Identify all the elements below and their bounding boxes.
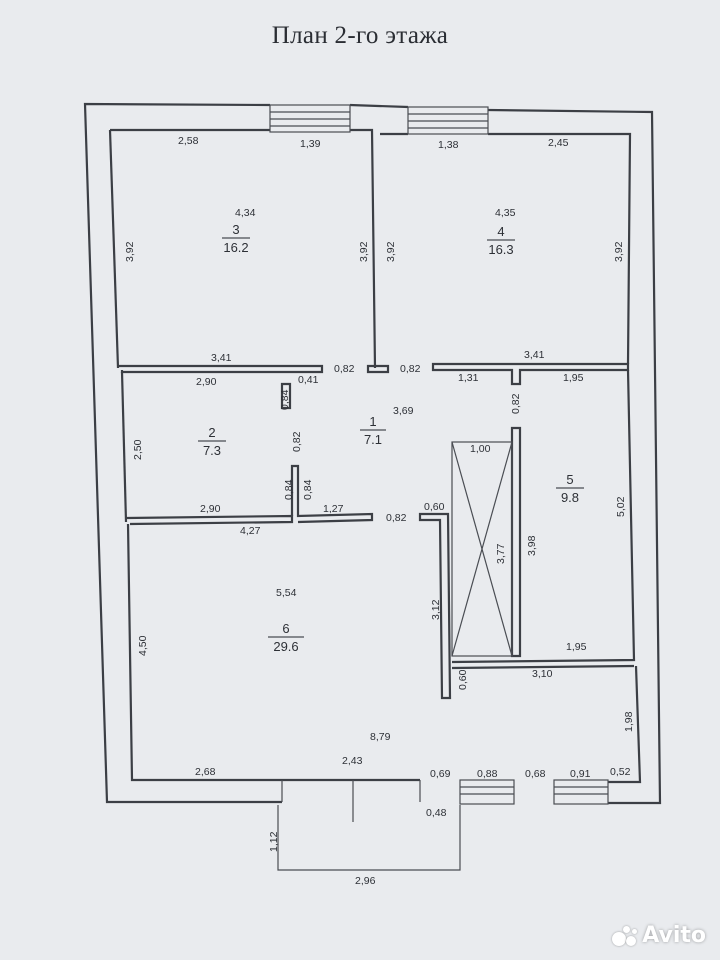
dim-label: 0,41 [298, 374, 319, 386]
room-labels: 3 16.2 4 16.3 2 7.3 1 7.1 5 9.8 6 29.6 [198, 222, 584, 654]
dim-label: 3,92 [358, 241, 370, 262]
room-4-number: 4 [497, 224, 504, 239]
room-6-number: 6 [282, 621, 289, 636]
staircase [451, 441, 513, 657]
dim-label: 1,95 [563, 372, 584, 384]
room-4-area: 16.3 [488, 242, 513, 257]
dimension-labels: 2,58 1,39 4,34 3,92 3,92 3,41 1,38 2,45 … [124, 135, 635, 887]
window-top-right [407, 106, 489, 135]
dim-label: 3,41 [524, 349, 545, 361]
room-1-number: 1 [369, 414, 376, 429]
dim-label: 0,82 [386, 512, 407, 524]
interior-walls [118, 362, 642, 784]
outer-walls [83, 102, 662, 805]
dim-label: 8,79 [370, 731, 391, 743]
dim-label: 2,43 [342, 755, 363, 767]
dim-label: 0,68 [525, 768, 546, 780]
dim-label: 1,38 [438, 139, 459, 151]
window-top-left [269, 104, 351, 133]
dim-label: 2,58 [178, 135, 199, 147]
dim-label: 5,02 [615, 496, 627, 517]
room-1-area: 7.1 [364, 432, 382, 447]
dim-label: 2,90 [200, 503, 221, 515]
room-5-area: 9.8 [561, 490, 579, 505]
room-6-area: 29.6 [273, 639, 298, 654]
dim-label: 3,92 [124, 241, 136, 262]
avito-watermark: Avito [612, 923, 706, 948]
dim-label: 2,96 [355, 875, 376, 887]
dim-label: 1,12 [268, 831, 280, 852]
room-3-area: 16.2 [223, 240, 248, 255]
watermark-text: Avito [642, 923, 706, 948]
dim-label: 1,31 [458, 372, 479, 384]
dim-label: 1,27 [323, 503, 344, 515]
dim-label: 3,77 [495, 543, 507, 564]
dim-label: 0,48 [426, 807, 447, 819]
room-2-area: 7.3 [203, 443, 221, 458]
window-bottom-right [553, 779, 609, 805]
dim-label: 1,39 [300, 138, 321, 150]
dim-label: 3,41 [211, 352, 232, 364]
dim-label: 3,98 [526, 535, 538, 556]
dim-label: 2,90 [196, 376, 217, 388]
dim-label: 0,60 [424, 501, 445, 513]
dim-label: 0,91 [570, 768, 591, 780]
dim-label: 3,12 [430, 599, 442, 620]
dim-label: 0,84 [283, 479, 295, 500]
dim-label: 2,50 [132, 439, 144, 460]
window-bottom-left [459, 779, 515, 805]
dim-label: 4,50 [137, 635, 149, 656]
dim-label: 1,95 [566, 641, 587, 653]
dim-label: 3,92 [385, 241, 397, 262]
dim-label: 0,82 [400, 363, 421, 375]
dim-label: 0,52 [610, 766, 631, 778]
dim-label: 0,60 [457, 669, 469, 690]
dim-label: 0,84 [302, 479, 314, 500]
dim-label: 0,82 [334, 363, 355, 375]
plan-title: План 2-го этажа [271, 22, 449, 49]
dim-label: 3,92 [613, 241, 625, 262]
room-3-number: 3 [232, 222, 239, 237]
dim-label: 3,10 [532, 668, 553, 680]
dim-label: 1,00 [470, 443, 491, 455]
balcony-door [277, 780, 461, 871]
dim-label: 0,69 [430, 768, 451, 780]
dim-label: 0,82 [510, 393, 522, 414]
dim-label: 0,88 [477, 768, 498, 780]
dim-label: 4,27 [240, 525, 261, 537]
dim-label: 0,82 [291, 431, 303, 452]
avito-logo-icon [612, 924, 638, 948]
dim-label: 0,84 [279, 389, 291, 410]
dim-label: 2,45 [548, 137, 569, 149]
room-2-number: 2 [208, 425, 215, 440]
dim-label: 4,35 [495, 207, 516, 219]
dim-label: 3,69 [393, 405, 414, 417]
dim-label: 5,54 [276, 587, 297, 599]
dim-label: 2,68 [195, 766, 216, 778]
room-5-number: 5 [566, 472, 573, 487]
dim-label: 1,98 [623, 711, 635, 732]
dim-label: 4,34 [235, 207, 256, 219]
